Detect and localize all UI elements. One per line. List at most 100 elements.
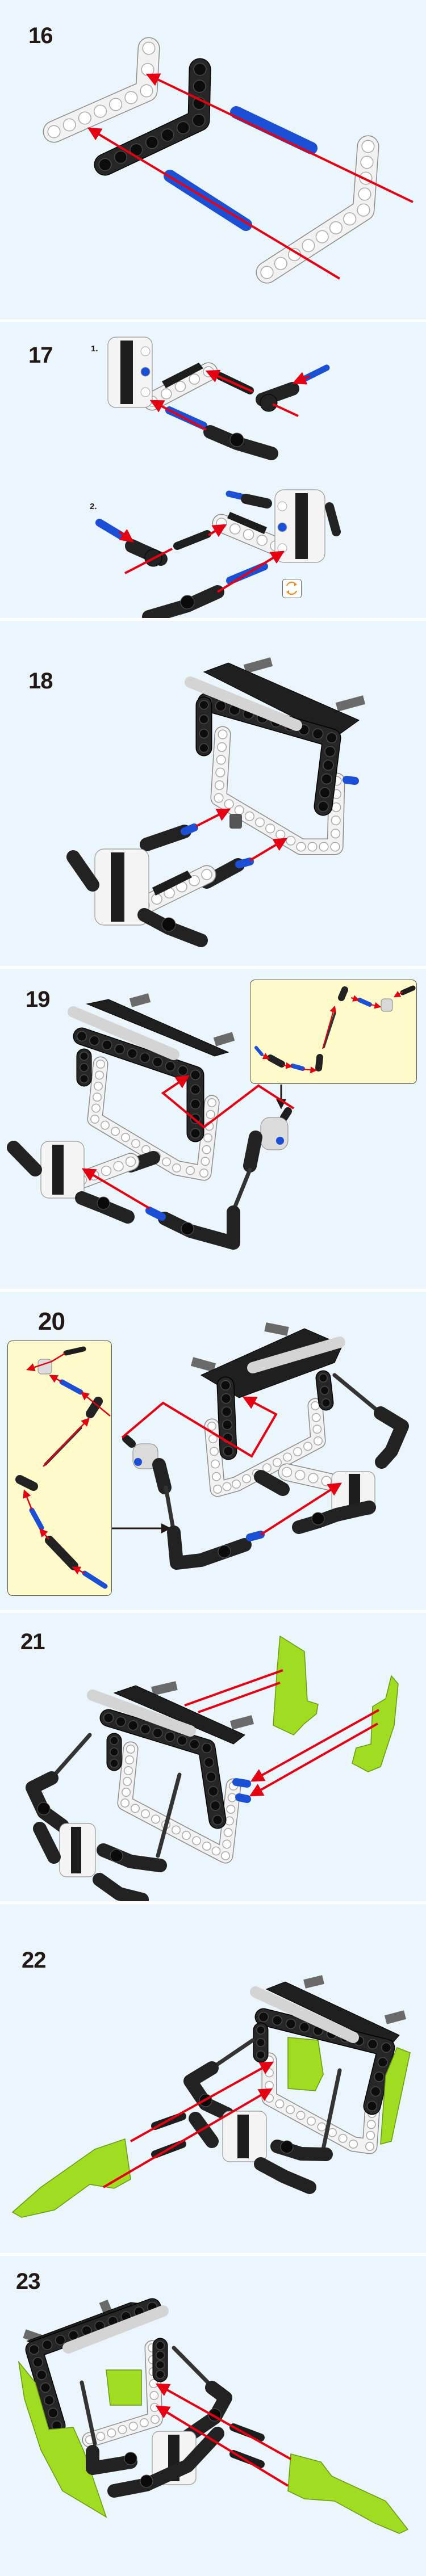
beam-hole <box>207 1422 216 1431</box>
beam-hole <box>161 388 172 400</box>
beam-hole <box>151 2415 160 2424</box>
black-rod <box>80 2380 97 2446</box>
beam-hole <box>48 2407 59 2418</box>
light-gray-axle-assembly <box>68 1006 179 1060</box>
red-arrow <box>43 1417 90 1467</box>
gray-axle <box>384 2010 407 2024</box>
beam-hole <box>212 1472 221 1481</box>
black-stripe <box>111 852 124 922</box>
beam-hole <box>331 816 341 826</box>
beam-hole <box>164 1731 176 1742</box>
beam-hole <box>190 1069 201 1081</box>
step-16-panel: 16 <box>0 0 426 320</box>
beam-hole <box>139 2418 149 2427</box>
beam-hole <box>98 158 112 171</box>
beam-hole <box>189 1739 200 1750</box>
beam-hole <box>149 2391 159 2400</box>
beam-hole <box>93 1092 102 1102</box>
beam-holes <box>199 700 209 753</box>
beam-hole <box>177 1735 187 1746</box>
beam-hole <box>151 1814 160 1824</box>
beam-hole <box>172 1825 181 1835</box>
black-frame-plate <box>86 999 229 1057</box>
beam-hole <box>110 1736 119 1745</box>
blue-pin <box>290 1064 305 1071</box>
beam-hole <box>131 1804 140 1813</box>
beam-hole <box>328 2128 337 2137</box>
beam-hole <box>140 346 151 356</box>
connector-hub <box>218 1545 231 1558</box>
beam-hole <box>293 1447 302 1456</box>
step-number: 16 <box>28 23 53 48</box>
substep-label: 1. <box>91 344 98 354</box>
connector-hub <box>180 595 195 610</box>
black-rod <box>164 1485 176 1535</box>
connector-hub <box>97 1196 110 1210</box>
beam-hole <box>281 1466 293 1478</box>
black-connector <box>241 494 272 509</box>
red-arrow <box>249 1722 378 1797</box>
beam-hole <box>201 1157 210 1166</box>
black-rod <box>156 1772 182 1858</box>
beam-hole <box>366 2130 375 2140</box>
blue-pin-end <box>140 367 151 377</box>
beam-hole <box>161 128 174 142</box>
beam-hole <box>201 1742 212 1754</box>
beam-hole <box>308 1473 319 1484</box>
beam-hole <box>80 1052 89 1061</box>
beam-hole <box>62 118 76 132</box>
red-arrow <box>393 991 403 998</box>
black-angle-connector <box>7 1141 42 1176</box>
blue-pin-end <box>277 522 287 532</box>
blue-axle-end <box>276 1137 284 1145</box>
black-stripe <box>227 512 267 534</box>
beam-hole <box>145 136 159 149</box>
beam-holes <box>98 62 207 171</box>
blue-pin <box>235 858 254 868</box>
beam-hole <box>377 2057 388 2067</box>
lime-green-panel <box>380 2047 411 2145</box>
black-frame-plate <box>265 1981 400 2048</box>
beam-hole <box>93 104 107 118</box>
connector-hub <box>280 2140 294 2154</box>
black-l-connector <box>243 1131 262 1173</box>
red-arrow <box>350 995 360 1002</box>
beam-hole <box>273 1458 282 1467</box>
beam-hole <box>189 373 200 385</box>
beam-hole <box>367 2039 378 2050</box>
beam-hole <box>220 1393 232 1404</box>
beam-hole <box>107 2428 116 2438</box>
beam-hole <box>319 787 331 799</box>
step-21-illustration <box>26 1635 399 1901</box>
red-zigzag-arrow <box>121 1396 278 1458</box>
red-arrow <box>49 1375 62 1383</box>
gray-axle <box>243 657 273 674</box>
beam-holes <box>90 1060 216 1178</box>
beam-hole <box>295 1470 306 1481</box>
beam-hole <box>256 2025 265 2035</box>
beam-hole <box>222 1839 232 1849</box>
step-22-panel: 22 <box>0 1904 426 2253</box>
blue-pin <box>246 1531 265 1541</box>
beam-hole <box>101 1165 112 1176</box>
sub-assembly-callout <box>250 980 417 1084</box>
black-angle-connector <box>93 1873 149 1901</box>
beam-hole <box>140 1724 151 1735</box>
step-number: 20 <box>38 1308 65 1335</box>
red-arrow <box>195 808 231 827</box>
red-arrow <box>207 524 227 537</box>
beam-hole <box>139 1052 151 1063</box>
striped-beam-block <box>94 848 216 926</box>
beam-hole <box>199 714 209 724</box>
beam-hole <box>215 700 227 712</box>
striped-beam-block <box>59 1823 96 1877</box>
gray-axle <box>129 993 151 1007</box>
striped-beam-block <box>107 337 218 411</box>
rotate-model-button[interactable] <box>282 579 302 598</box>
lime-green-panel <box>106 2369 142 2406</box>
red-arrow <box>130 2061 274 2142</box>
step-17-illustration <box>95 337 341 618</box>
beam-hole <box>95 1070 104 1080</box>
beam-holes <box>110 1736 119 1768</box>
beam-hole <box>296 2111 306 2120</box>
